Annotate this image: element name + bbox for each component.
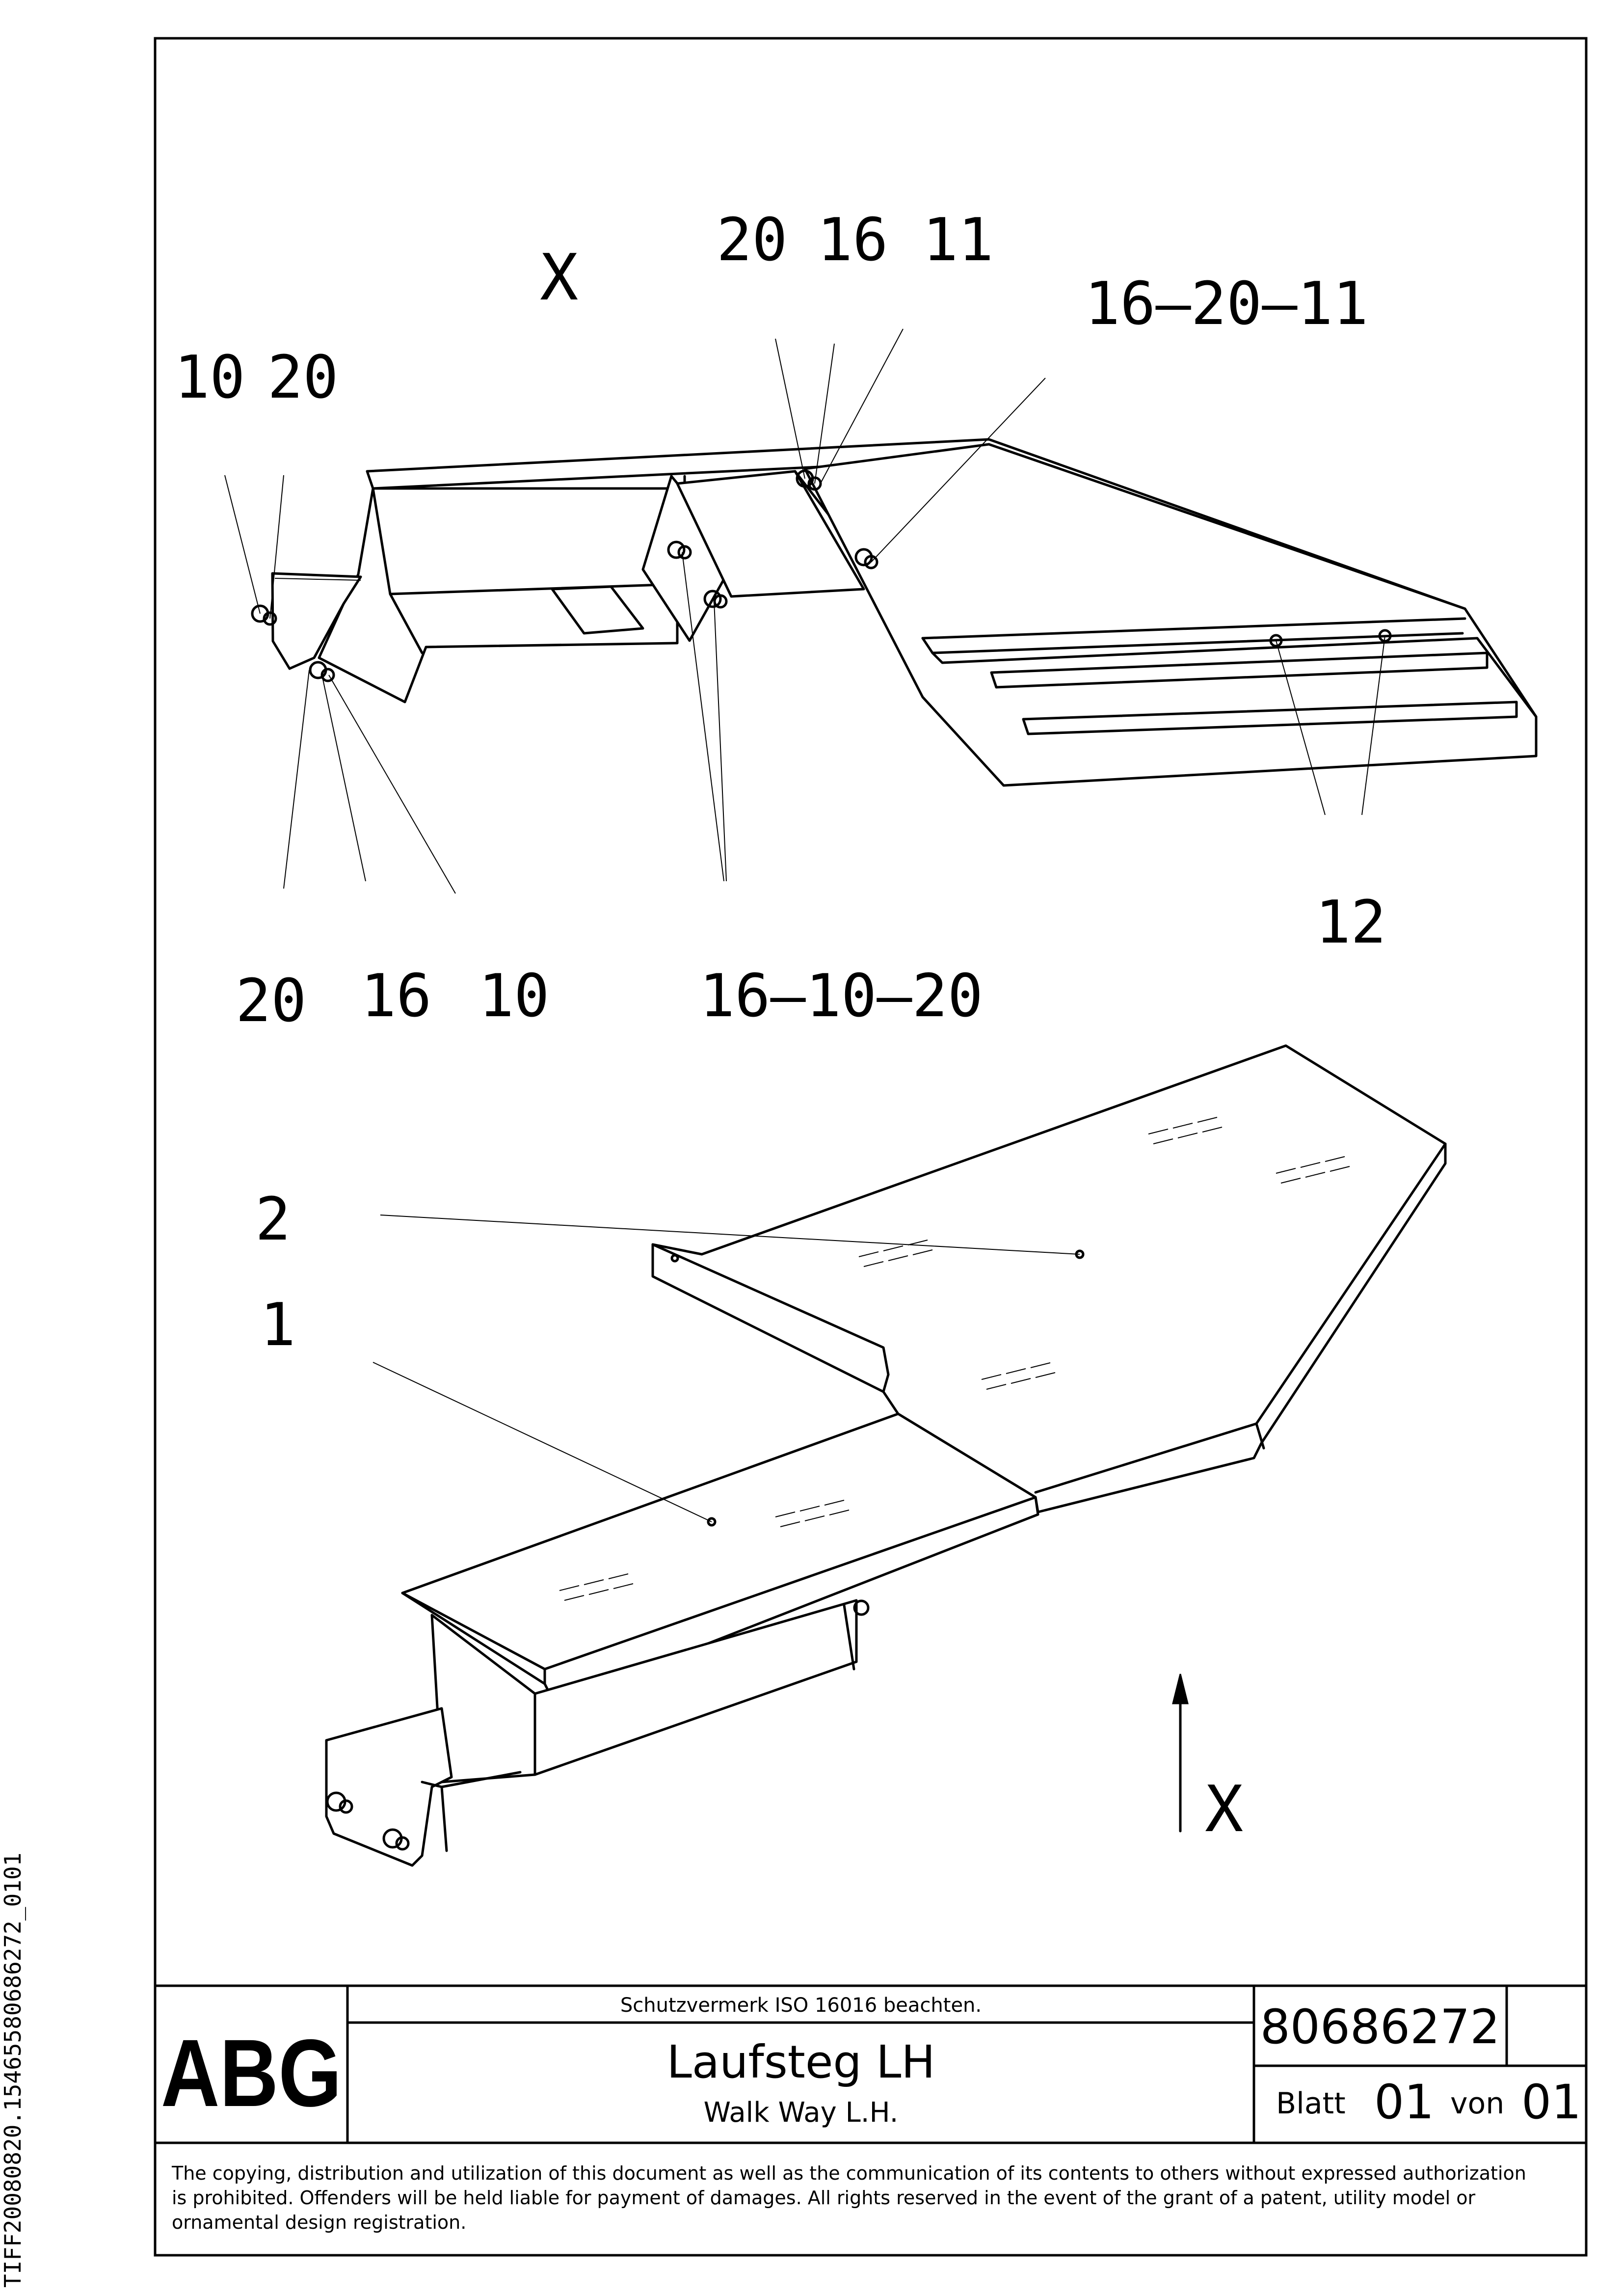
sheet-number: 01 xyxy=(1374,2075,1434,2130)
bottom-assembly xyxy=(325,1044,1447,1867)
callout-16-20-11: 16—20—11 xyxy=(1085,270,1368,338)
top-assembly xyxy=(224,328,1538,894)
direction-label: X xyxy=(1205,1772,1243,1846)
callout-16-10-20: 16—10—20 xyxy=(699,962,983,1030)
callout-16-bottom: 16 xyxy=(361,962,432,1030)
of-label: von xyxy=(1450,2086,1504,2121)
callout-11-mid: 11 xyxy=(923,206,994,274)
drawing-frame xyxy=(154,37,1588,2257)
top-callouts: X 10 20 20 16 11 16—20—11 20 16 10 16—10… xyxy=(174,206,1386,1035)
sheet-label: Blatt xyxy=(1276,2086,1346,2121)
title-block xyxy=(155,1984,1586,2144)
drawing-number: 80686272 xyxy=(1260,1999,1500,2054)
callout-10-top: 10 xyxy=(174,344,245,412)
title-english: Walk Way L.H. xyxy=(704,2097,899,2129)
callout-12: 12 xyxy=(1315,889,1386,957)
callout-1: 1 xyxy=(260,1291,295,1359)
sheet-total: 01 xyxy=(1521,2075,1581,2130)
copyright-line-1: The copying, distribution and utilizatio… xyxy=(171,2162,1526,2184)
company-logo: ABG xyxy=(161,2020,342,2127)
callout-16-mid: 16 xyxy=(817,206,888,274)
copyright-line-2: is prohibited. Offenders will be held li… xyxy=(172,2187,1476,2209)
callout-20-top: 20 xyxy=(267,344,339,412)
callout-2: 2 xyxy=(255,1186,291,1254)
side-id-text: TIFF20080820.15465580686272_0101 xyxy=(0,1853,26,2288)
callout-20-bottom: 20 xyxy=(236,967,307,1035)
copyright-line-3: ornamental design registration. xyxy=(172,2212,466,2233)
callout-10-bottom: 10 xyxy=(479,962,550,1030)
title-german: Laufsteg LH xyxy=(666,2036,935,2088)
view-label: X xyxy=(540,240,578,315)
protection-note: Schutzvermerk ISO 16016 beachten. xyxy=(620,1994,982,2017)
callout-20-mid: 20 xyxy=(717,206,788,274)
